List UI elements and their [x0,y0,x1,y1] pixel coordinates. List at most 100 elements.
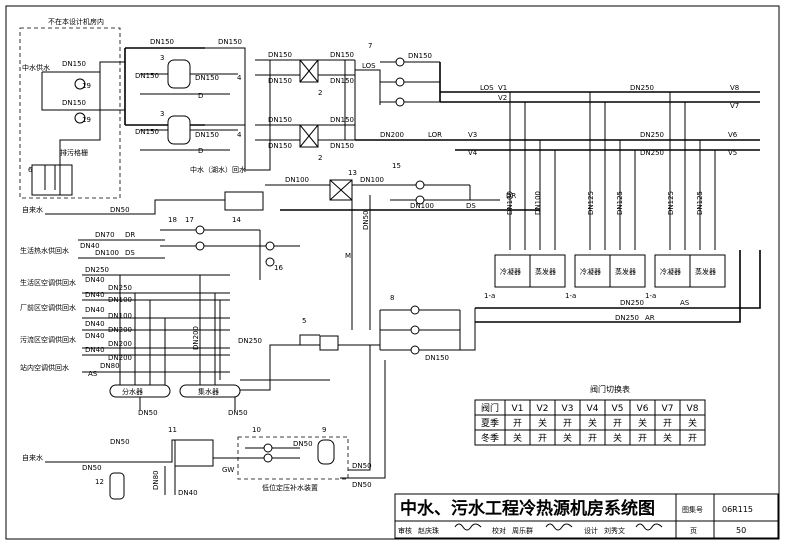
design-label: 设计 [584,526,598,535]
switch-table-cell: 开 [688,433,697,444]
label-d: D [198,147,203,155]
dn-label: DN150 [330,77,354,85]
dn-label: DN200 [380,131,404,139]
dn200-risers [199,300,221,380]
tag-6: 6 [28,166,33,174]
tag-4: 4 [237,131,242,139]
dn-label: DN250 [620,299,644,307]
valve-v2: V2 [498,94,507,102]
dn-label: DN40 [85,332,105,340]
plate-hx-2a-cross [299,59,319,83]
tag-3: 3 [160,54,164,62]
pump-16a [265,241,275,251]
page-number: 50 [736,526,746,535]
pump-17a [195,225,205,235]
pump-19a [74,78,86,90]
label-lor: LOR [428,131,442,139]
label-zone-factory: 厂前区空调供回水 [20,303,76,312]
label-ds: DS [466,202,476,210]
dn-label: DN150 [330,142,354,150]
dn-label: DN150 [218,38,242,46]
switch-table-header-cell: V5 [612,404,624,414]
valve-v5: V5 [728,149,737,157]
dn-label: DN100 [285,176,309,184]
pump-8a [410,305,420,315]
switch-table-header-cell: V6 [637,404,649,414]
tag-17: 17 [185,216,194,224]
switch-table-cell: 开 [638,433,647,444]
designer-name: 刘秀文 [604,526,625,535]
dn-label: DN150 [150,38,174,46]
label-tap-water-2: 自来水 [22,453,43,462]
tag-7: 7 [368,42,372,50]
pipe-filter-return [205,47,246,160]
switch-table-header-cell: V3 [562,404,574,414]
dn-label: DN100 [360,176,384,184]
dn-label: DN50 [110,206,130,214]
label-zone-station: 站内空调供回水 [20,363,69,372]
dn-label: DN150 [135,72,159,80]
tag-8: 8 [390,294,394,302]
well-pit [31,164,73,196]
switch-table-border [474,399,706,446]
dn-label: DN150 [330,116,354,124]
switch-table-header-cell: V1 [512,404,524,414]
switch-table-cell: 关 [663,432,672,444]
label-ar: AR [645,314,655,322]
label-gw: GW [222,466,234,474]
filter-3b [167,115,191,145]
ar-main-right [475,250,741,323]
pump15-lines [390,184,470,201]
dn-label: DN150 [195,131,219,139]
pump17-lines [160,229,260,247]
label-evaporator: 蒸发器 [615,267,636,276]
check-label: 校对 [492,526,506,535]
pipe-reclaimed-1 [42,61,125,73]
tag-18: 18 [168,216,177,224]
dn-label: DN250 [615,314,639,322]
unit-label-3: 1-a [645,292,656,300]
external-region-box [19,27,121,199]
pump-17b [195,241,205,251]
tag-10: 10 [252,426,261,434]
dn-label: DN250 [640,131,664,139]
makeup-pump-lines [213,447,300,459]
switch-table-cell: 关 [638,417,647,429]
label-evaporator: 蒸发器 [535,267,556,276]
dn-label: DN50 [293,440,313,448]
label-evaporator: 蒸发器 [695,267,716,276]
dn-label: DN50 [82,464,102,472]
valve-v3: V3 [468,131,477,139]
drawing-frame [5,5,780,540]
tank-drains [164,466,176,495]
dr-line [469,185,500,201]
dn-label: DN150 [268,142,292,150]
switch-table-header-cell: V2 [537,404,549,414]
hx13-drops [351,195,371,330]
plate-hx-2b-cross [299,124,319,148]
tap-water-line [45,199,230,215]
switch-table-cell: 开 [563,418,572,429]
switch-table-header-cell: V4 [587,404,599,414]
chiller3-condenser [654,254,691,288]
switch-table-cell: 开 [538,433,547,444]
chiller2-evaporator [609,254,646,288]
pump8-headers [379,308,476,351]
title-block-grid [395,494,778,538]
tag-11: 11 [168,426,177,434]
dn-label: DN100 [95,249,119,257]
los-main [439,62,760,102]
dn-label: DN150 [62,60,86,68]
label-dr: DR [125,231,135,239]
tag-13: 13 [348,169,357,177]
dn-label: DN50 [352,481,372,489]
valve-v4: V4 [468,149,478,157]
chiller2-condenser [574,254,611,288]
pump-10a [263,443,273,453]
label-makeup-unit: 低位定压补水装置 [262,483,318,492]
los-branch [355,69,381,105]
dn-label: DN150 [330,51,354,59]
tag-9: 9 [322,426,326,434]
